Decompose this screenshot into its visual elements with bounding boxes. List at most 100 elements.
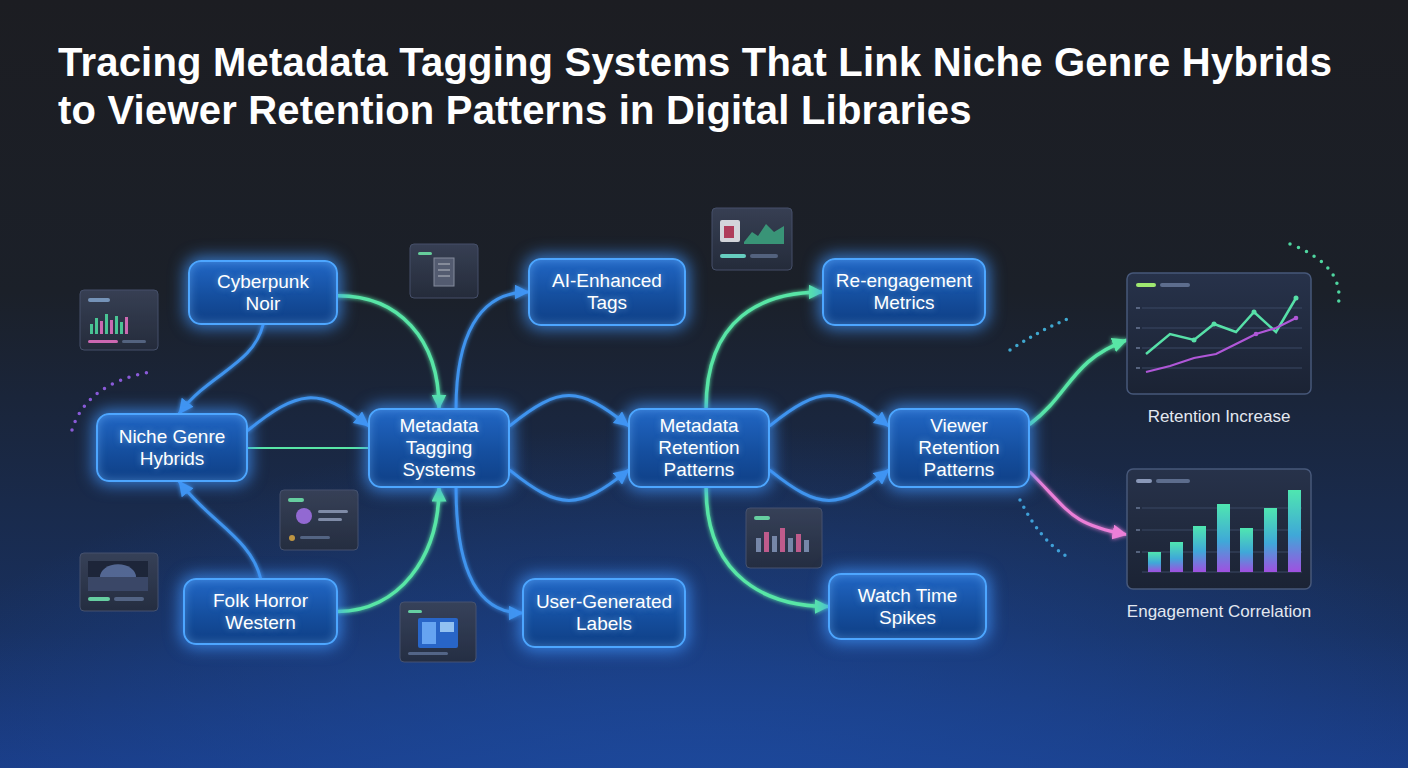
flow-arrow <box>456 488 522 613</box>
thumbnail-card-part <box>115 316 118 334</box>
thumbnail-card-part <box>418 252 432 255</box>
thumbnail-card-part <box>88 298 110 302</box>
flow-arrow <box>706 488 828 607</box>
process-box: Viewer Retention Patterns <box>888 408 1030 488</box>
thumbnail-card-part <box>796 534 801 552</box>
thumbnail-card <box>410 244 478 298</box>
process-box: Folk Horror Western <box>183 578 338 645</box>
thumbnail-card-part <box>438 264 450 265</box>
chart-panel: Engagement Correlation <box>1126 468 1312 622</box>
chart-graphic-part-part <box>1148 552 1161 572</box>
thumbnail-card-part <box>422 622 436 644</box>
process-box: Re-engagement Metrics <box>822 258 986 326</box>
thumbnail-card-part <box>772 536 777 552</box>
thumbnail-card-part <box>120 322 123 334</box>
thumbnail-card-part <box>440 622 454 632</box>
chart-graphic-part-part-part <box>1252 310 1257 315</box>
thumbnail-card-part <box>780 528 785 552</box>
flow-arrow <box>510 470 628 500</box>
thumbnail-card-part <box>100 564 136 577</box>
chart-graphic-part <box>1126 468 1312 590</box>
thumbnail-card-part <box>724 226 734 238</box>
box-label: AI-Enhanced Tags <box>547 270 667 314</box>
flow-arrow <box>510 446 628 450</box>
chart-graphic-part-part-part <box>1254 332 1259 337</box>
thumbnail-card-part <box>408 610 422 613</box>
flow-arrow <box>248 398 368 430</box>
chart-graphic-part-part <box>1240 528 1253 572</box>
flow-arrow <box>770 470 888 500</box>
box-label: Re-engagement Metrics <box>833 270 975 314</box>
process-box: Cyberpunk Noir <box>188 260 338 325</box>
chart-graphic-part-part <box>1136 508 1140 552</box>
chart-graphic-part-part-part <box>1142 348 1302 349</box>
thumbnail-card-part <box>100 321 103 334</box>
box-label: Niche Genre Hybrids <box>115 426 230 470</box>
process-box: User-Generated Labels <box>522 578 686 648</box>
thumbnail-card-part <box>90 324 93 334</box>
thumbnail-card-part <box>720 254 746 258</box>
diagram-title: Tracing Metadata Tagging Systems That Li… <box>58 38 1378 134</box>
chart-graphic-part-part-part <box>1136 367 1140 369</box>
dotted-arc-part <box>1020 500 1066 556</box>
thumbnail-card-part <box>88 577 148 591</box>
chart-graphic-part-part-part <box>1294 316 1299 321</box>
chart-graphic-part-part <box>1264 508 1277 572</box>
chart-graphic-part-part-part <box>1136 307 1140 309</box>
chart-graphic-part-part <box>1136 283 1156 287</box>
thumbnail-card-part <box>804 540 809 552</box>
thumbnail-card-part <box>318 510 348 513</box>
thumbnail-card-part <box>720 220 740 242</box>
flow-arrow <box>706 292 822 408</box>
thumbnail-card <box>280 490 358 550</box>
box-label: Viewer Retention Patterns <box>904 415 1014 481</box>
thumbnail-card <box>80 553 158 611</box>
thumbnail-card <box>400 602 476 662</box>
thumbnail-card-part <box>434 258 454 286</box>
flow-arrow <box>338 488 439 612</box>
flow-arrow <box>180 325 263 413</box>
thumbnail-card-part <box>400 602 476 662</box>
flow-arrow <box>1030 472 1126 534</box>
box-label: Cyberpunk Noir <box>208 271 318 315</box>
dotted-arc-part <box>1010 318 1070 350</box>
thumbnail-card-part <box>288 498 304 502</box>
chart-graphic-part-part-part <box>1136 347 1140 349</box>
chart-panel: Retention Increase <box>1126 272 1312 427</box>
process-box: Niche Genre Hybrids <box>96 413 248 482</box>
thumbnail-card-part <box>289 535 295 541</box>
chart-graphic-part-part <box>1170 542 1183 572</box>
thumbnail-card-part <box>754 516 770 520</box>
thumbnail-card-part <box>88 561 148 591</box>
chart-graphic-part-part <box>1160 283 1190 287</box>
thumbnail-card-part <box>110 320 113 334</box>
chart-graphic-part-part <box>1127 469 1311 589</box>
thumbnail-card <box>746 508 822 568</box>
thumbnail-card-part <box>764 532 769 552</box>
chart-graphic-part-part-part <box>1136 327 1140 329</box>
thumbnail-card-part <box>750 254 778 258</box>
chart-graphic-part <box>1126 272 1312 395</box>
thumbnail-card-part <box>318 518 342 521</box>
thumbnail-card <box>712 208 792 270</box>
thumbnail-card-part <box>756 538 761 552</box>
box-label: Metadata Tagging Systems <box>384 415 494 481</box>
flow-arrow <box>180 482 261 578</box>
chart-graphic-part-part-part <box>1136 529 1140 531</box>
chart-graphic <box>1126 468 1312 590</box>
process-box: Metadata Retention Patterns <box>628 408 770 488</box>
chart-graphic-part-part-part <box>1142 308 1302 309</box>
chart-caption: Retention Increase <box>1126 407 1312 427</box>
thumbnail-card-part <box>114 597 144 601</box>
flow-arrow <box>338 296 439 408</box>
chart-graphic-part-part <box>1192 296 1299 343</box>
thumbnail-card-part <box>88 340 118 343</box>
thumbnail-card-part <box>418 618 458 648</box>
thumbnail-card-part <box>410 244 478 298</box>
thumbnail-card-part <box>80 290 158 350</box>
box-label: Watch Time Spikes <box>849 585 967 629</box>
flow-arrow <box>1030 340 1126 424</box>
flow-arrow <box>456 292 528 408</box>
process-box: Metadata Tagging Systems <box>368 408 510 488</box>
chart-graphic-part-part-part <box>1136 507 1140 509</box>
